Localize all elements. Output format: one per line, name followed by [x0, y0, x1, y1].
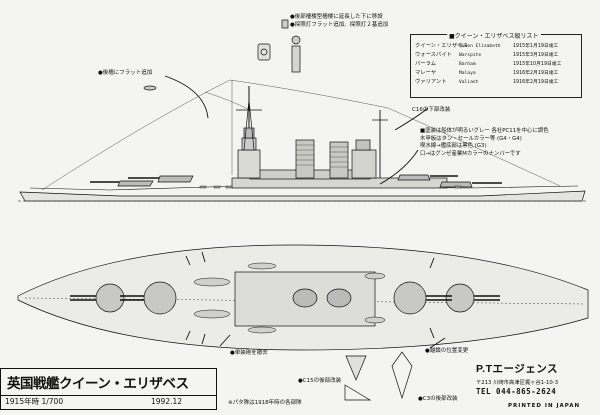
printed-in-japan: PRINTED IN JAPAN — [508, 403, 581, 409]
paint-note-line: 喫水線→艦底部は黒色 (G3) — [420, 143, 487, 149]
mast-note-2: ●探照灯フラット追加、探照灯２基追加 — [290, 22, 389, 28]
turret-b — [157, 175, 194, 183]
turret-y — [439, 181, 473, 188]
funnel-aft — [329, 141, 349, 179]
c15-note: ●C15の後部改装 — [298, 378, 342, 384]
company-address: 〒213 川崎市高津区梶ヶ谷1-10-3 — [476, 380, 559, 386]
company-tel: TEL 044-865-2624 — [476, 387, 557, 396]
bridge — [237, 149, 261, 179]
title-block: 英国戦艦クイーン・エリザベス — [0, 368, 217, 396]
side-hull — [19, 190, 586, 202]
ship-list-table: ■クイーン・エリザベス級リスト クイーン・エリザベスQueen Elizabet… — [410, 31, 582, 98]
paint-notes: ■塗装は船体が明るいグレー 各社PC11を中心に調色 木甲板はタン・セールカラー… — [420, 128, 549, 158]
bottom-note: ※パタ隊は1918年時の各部隊 — [228, 400, 302, 406]
turret-a — [117, 180, 154, 187]
plan-funnel-aft — [326, 288, 352, 308]
plan-turret-a — [95, 283, 125, 313]
issue-date: 1992.12 — [151, 397, 183, 406]
plan-funnel-fore — [292, 288, 318, 308]
c3-note: ●C3の後部改装 — [418, 396, 458, 402]
anchor-note: ●錨鎖の位置変更 — [425, 348, 469, 354]
plan-turret-y — [445, 283, 475, 313]
ship-list-title: ■クイーン・エリザベス級リスト — [447, 31, 541, 40]
c16-note: C16の下部改装 — [412, 107, 451, 113]
paint-note-line: 口→はグンゼ産業Mカラーのナンバーです — [420, 150, 521, 157]
year-scale: 1915年時 1/700 — [5, 397, 64, 406]
hull-gun-note: ●単装砲を撤去 — [230, 350, 268, 356]
model-title: 英国戦艦クイーン・エリザベス — [7, 376, 189, 391]
plan-turret-x — [393, 281, 427, 315]
funnel-fore — [295, 139, 315, 179]
company-name: P.Tエージェンス — [476, 363, 559, 375]
paint-note-line: 木甲板はタン・セールカラー等 (G4・G4) — [420, 135, 522, 142]
turret-x — [397, 174, 431, 181]
plan-turret-b — [143, 281, 177, 315]
paint-note-line: ■塗装は船体が明るいグレー 各社PC11を中心に調色 — [420, 128, 549, 134]
title-subrow: 1915年時 1/700 1992.12 — [0, 395, 217, 410]
stern-flat-note: ●後檣にフラット追加 — [98, 70, 153, 76]
mast-note-1: ●後部檣楼型檣楼に延長した下に移設 — [290, 14, 383, 20]
